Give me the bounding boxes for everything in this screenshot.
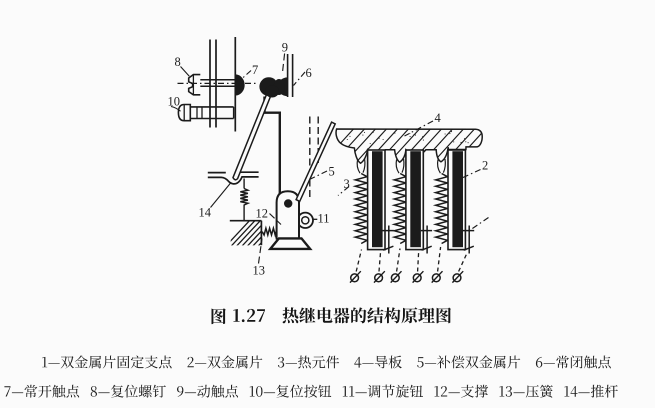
svg-text:8: 8 — [175, 55, 181, 69]
svg-text:10: 10 — [168, 95, 181, 109]
svg-text:7: 7 — [252, 63, 258, 77]
svg-text:5: 5 — [329, 165, 335, 179]
svg-text:13: 13 — [253, 264, 266, 278]
svg-text:11: 11 — [318, 212, 330, 226]
svg-text:9: 9 — [282, 41, 288, 55]
svg-text:3: 3 — [344, 177, 350, 191]
svg-text:2: 2 — [482, 159, 488, 173]
svg-text:6: 6 — [306, 66, 312, 80]
svg-text:12: 12 — [256, 207, 269, 221]
svg-text:14: 14 — [199, 206, 212, 220]
svg-text:4: 4 — [435, 111, 442, 125]
